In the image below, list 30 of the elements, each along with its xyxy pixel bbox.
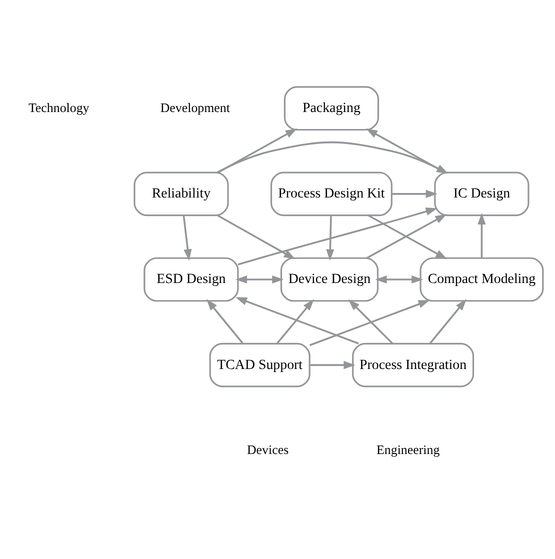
- label: Devices: [246, 442, 289, 458]
- arrow: [216, 141, 448, 174]
- arrow: [217, 214, 296, 260]
- arrow: [348, 299, 394, 344]
- node-box: Reliability: [134, 172, 229, 216]
- arrow: [429, 299, 466, 344]
- arrow: [206, 299, 244, 344]
- arrow: [182, 215, 192, 261]
- arrow: [238, 208, 438, 266]
- node-box: Compact Modeling: [420, 257, 544, 302]
- arrow: [392, 190, 438, 198]
- node-box: TCAD Support: [209, 342, 310, 388]
- node-box: ESD Design: [144, 257, 239, 302]
- label: Technology: [28, 100, 90, 115]
- arrow: [375, 275, 424, 284]
- arrow: [218, 128, 298, 174]
- arrow: [309, 300, 430, 346]
- node-box: IC Design: [434, 172, 530, 216]
- arrow: [326, 216, 334, 261]
- arrow: [235, 275, 284, 284]
- arrow: [478, 212, 486, 258]
- node-box: Process Design Kit: [270, 172, 392, 216]
- arrow: [310, 361, 356, 370]
- label: Development: [160, 100, 230, 115]
- node-box: Process Integration: [352, 342, 474, 388]
- arrow: [276, 299, 314, 344]
- arrow: [235, 297, 359, 344]
- label: Engineering: [376, 442, 440, 458]
- node-box: Device Design: [280, 257, 379, 302]
- node-box: Packaging: [284, 86, 380, 131]
